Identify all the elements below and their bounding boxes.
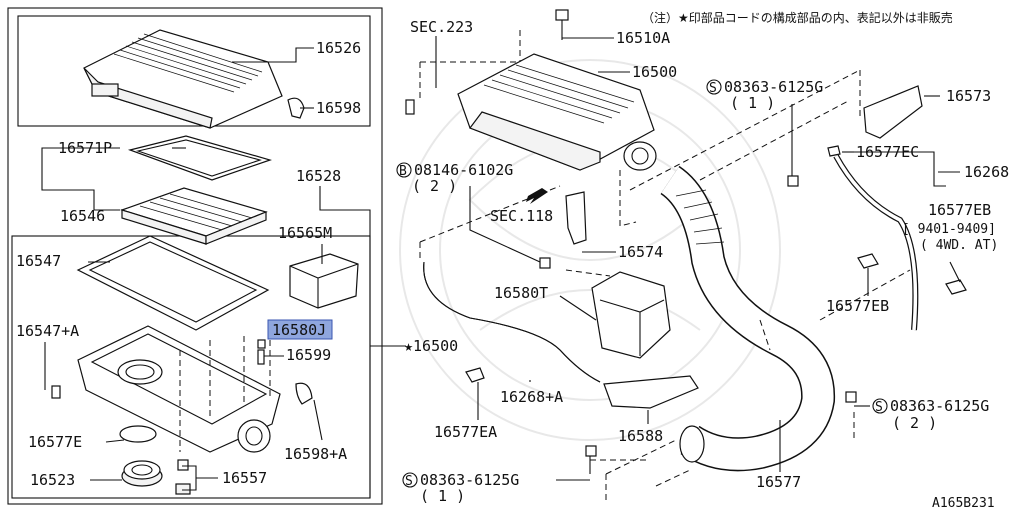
label-16588: 16588 [618,427,663,445]
label-16599: 16599 [286,346,331,364]
label-16547A: 16547+A [16,322,79,340]
label-16577EB-range: [ 9401-9409] [902,222,996,237]
label-08146-6102G: 08146-6102G [414,161,513,179]
label-16268A: 16268+A [500,388,563,406]
top-cover-frame [17,15,371,127]
label-sec118: SEC.118 [490,207,553,225]
label-16547: 16547 [16,252,61,270]
bolt-08363-right [845,391,857,403]
left-panel-frame [7,7,383,505]
resonator-16580T [591,271,671,359]
label-08363-top-qty: ( 1 ) [730,94,775,112]
bracket-16574 [565,191,587,245]
label-16523: 16523 [30,471,75,489]
sales-note: （注）★印部品コードの構成部品の内、表記以外は非販売 [642,10,953,25]
label-16500-star: ★16500 [404,337,458,355]
clip-part-16598 [287,97,305,119]
upper-cover-part [83,29,283,129]
svg-text:S: S [875,400,883,415]
label-16574: 16574 [618,243,663,261]
clip-16577EB-mid [857,253,879,269]
label-08363-top: 08363-6125G [724,78,823,96]
label-16598: 16598 [316,99,361,117]
svg-text:B: B [399,164,407,179]
label-08363-right-qty: ( 2 ) [892,414,937,432]
grommet-part-16580J [257,339,266,349]
highlight-16580J[interactable] [267,319,333,340]
svg-text:S: S [709,81,717,96]
gasket-part [127,135,272,181]
lower-case-part [77,325,281,453]
label-16577EA: 16577EA [434,423,497,441]
duct-box-part [289,253,359,309]
label-16546: 16546 [60,207,105,225]
diagram-id: A165B231 [932,496,995,511]
filter-element-part [120,187,268,245]
grommet-part-16547A [51,385,61,399]
label-16565M: 16565M [278,224,332,242]
grommet-part-16557 [177,459,189,471]
label-16577EB-cond: ( 4WD. AT) [920,238,998,253]
label-16598A: 16598+A [284,445,347,463]
pin-part-16599 [257,349,265,365]
clip-16577EC [827,145,841,157]
label-16580J[interactable]: 16580J [272,321,326,339]
bolt-08146 [539,257,551,269]
label-16571P: 16571P [58,139,112,157]
svg-text:S: S [405,474,413,489]
label-16577EC: 16577EC [856,143,919,161]
left-leaders [41,47,406,498]
bolt-marker-icons: S B S S [396,79,888,489]
clip-16577EB-right [945,279,967,295]
bolt-16510A [555,9,569,40]
intake-duct-16577 [659,165,836,472]
label-16510A: 16510A [616,29,670,47]
air-cleaner-assembly [457,53,657,171]
right-dashed-guides [419,30,911,500]
label-16577E: 16577E [28,433,82,451]
label-16573: 16573 [946,87,991,105]
label-16557: 16557 [222,469,267,487]
label-16268: 16268 [964,163,1009,181]
label-08146-qty: ( 2 ) [412,177,457,195]
clip-16577EA [465,367,485,383]
bolt-08363-top [787,175,799,187]
bracket-16588 [603,375,699,409]
clamp-part [119,425,157,443]
label-08363-bottom-qty: ( 1 ) [420,487,465,505]
label-16577EB-mid: 16577EB [826,297,889,315]
seal-part [76,235,270,331]
label-16577: 16577 [756,473,801,491]
label-16500: 16500 [632,63,677,81]
ring-part [121,460,163,487]
sec118-arrow [526,188,548,204]
label-16580T: 16580T [494,284,548,302]
label-08363-bottom: 08363-6125G [420,471,519,489]
bracket-16573 [863,85,923,139]
bolt-08363-bottom [585,445,597,457]
label-08363-right: 08363-6125G [890,397,989,415]
label-sec223: SEC.223 [410,18,473,36]
left-dashed-guides [179,330,271,452]
label-16526: 16526 [316,39,361,57]
clip-part-16598A [295,382,313,405]
fitting-sec223 [405,99,415,115]
label-16528: 16528 [296,167,341,185]
label-16577EB-right: 16577EB [928,201,991,219]
right-leaders [435,36,961,481]
